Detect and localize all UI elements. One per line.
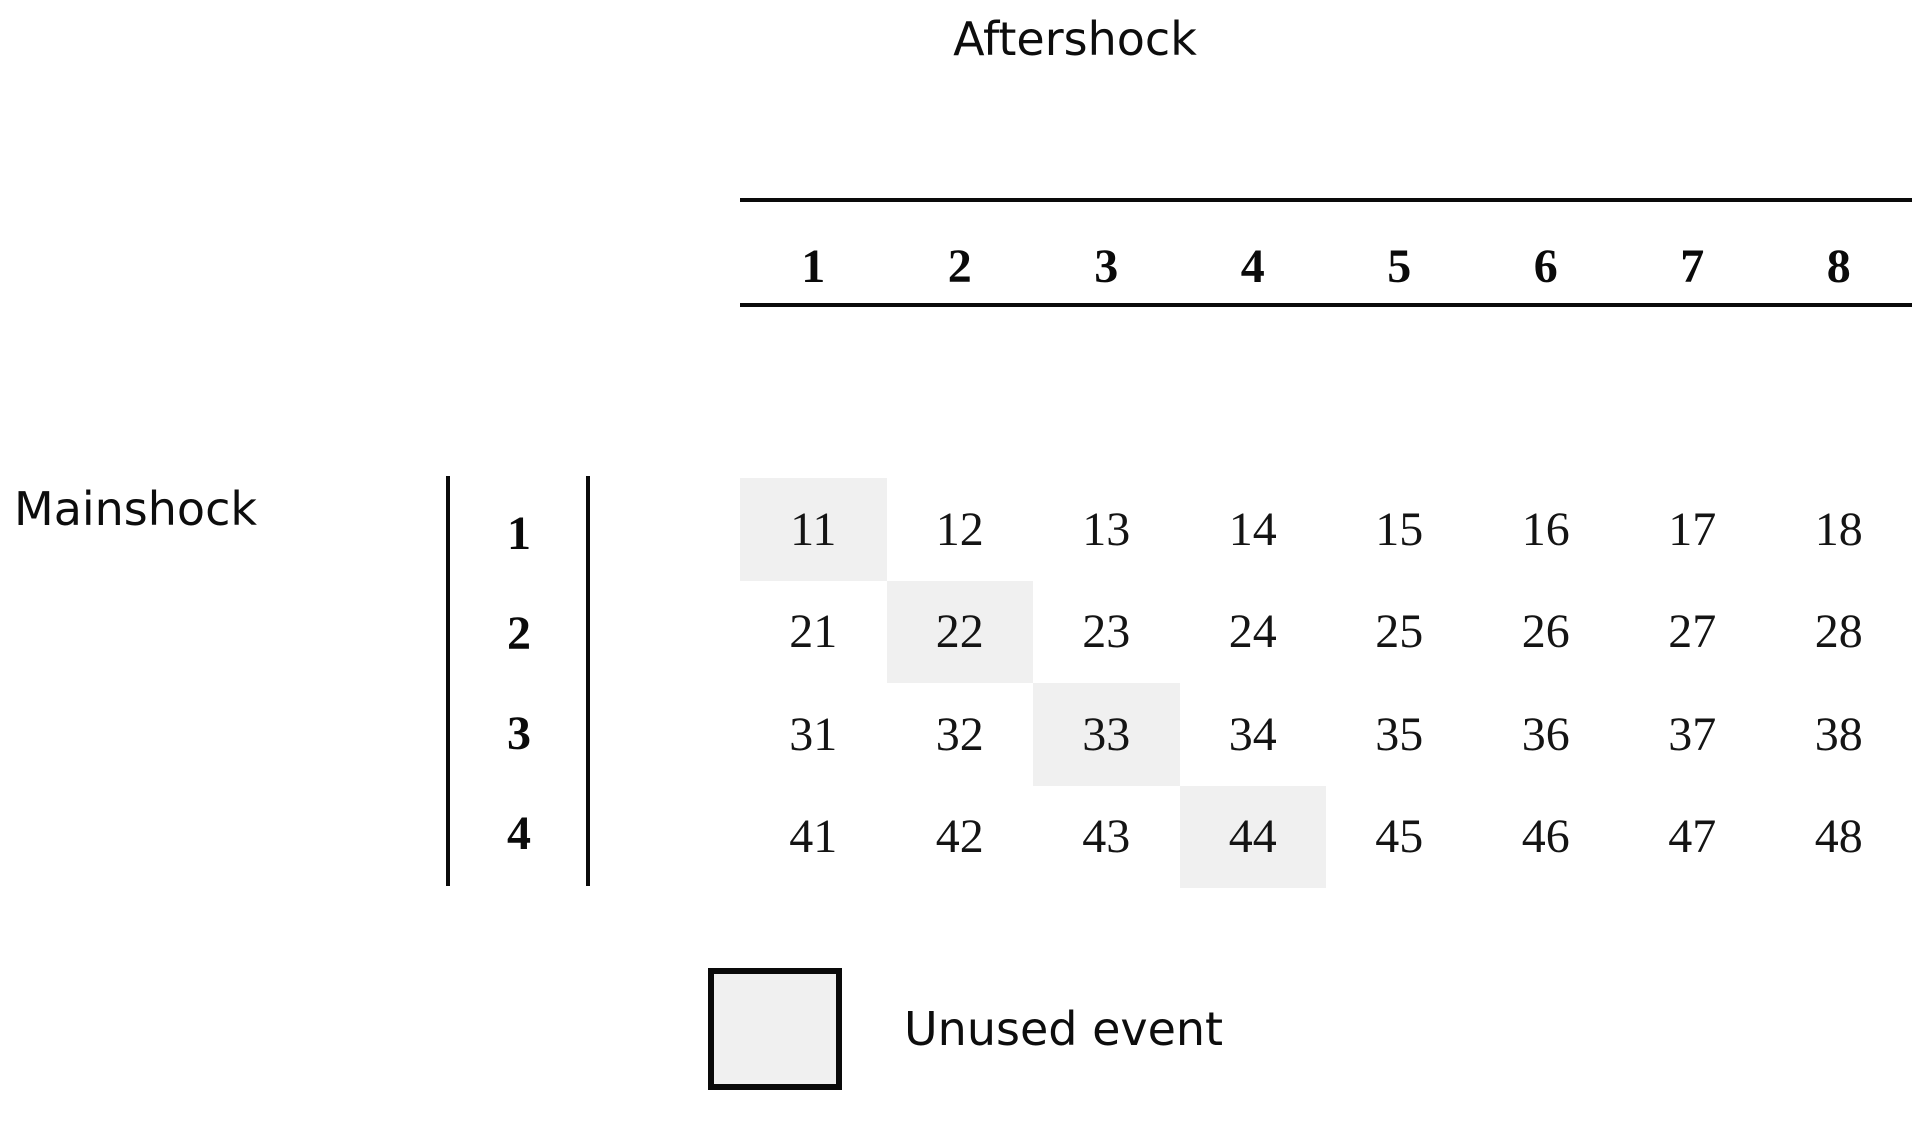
column-axis-title: Aftershock xyxy=(953,12,1197,66)
matrix-cell: 45 xyxy=(1375,810,1424,864)
row-header-2: 2 xyxy=(507,606,531,660)
matrix-row: 11 12 13 14 15 16 17 18 xyxy=(740,478,1912,581)
matrix-cell: 36 xyxy=(1521,707,1570,761)
matrix-cell: 38 xyxy=(1814,707,1863,761)
row-axis-title: Mainshock xyxy=(14,482,258,536)
column-header-2: 2 xyxy=(947,240,972,293)
column-header-1: 1 xyxy=(801,240,826,293)
column-header-row: 1 2 3 4 5 6 7 8 xyxy=(740,232,1912,302)
row-label-left-rule xyxy=(446,476,450,886)
legend: Unused event xyxy=(708,968,1223,1090)
row-header-column: 1 2 3 4 xyxy=(452,483,586,883)
row-label-right-rule xyxy=(586,476,590,886)
matrix-row: 41 42 43 44 45 46 47 48 xyxy=(740,785,1912,888)
matrix-cell: 11 xyxy=(740,478,887,581)
column-header-5: 5 xyxy=(1387,240,1412,293)
matrix-cell: 47 xyxy=(1668,810,1717,864)
matrix-cell: 42 xyxy=(935,810,984,864)
event-pair-matrix: 11 12 13 14 15 16 17 18 21 22 23 24 25 2… xyxy=(740,478,1912,888)
matrix-cell: 46 xyxy=(1521,810,1570,864)
matrix-cell: 32 xyxy=(935,707,984,761)
matrix-cell: 17 xyxy=(1668,502,1717,556)
matrix-cell: 24 xyxy=(1228,605,1277,659)
table-top-rule xyxy=(740,198,1912,202)
matrix-cell: 35 xyxy=(1375,707,1424,761)
column-header-3: 3 xyxy=(1094,240,1119,293)
matrix-cell: 41 xyxy=(789,810,838,864)
matrix-cell: 25 xyxy=(1375,605,1424,659)
matrix-cell: 44 xyxy=(1179,785,1326,888)
matrix-cell: 48 xyxy=(1814,810,1863,864)
matrix-cell: 14 xyxy=(1228,502,1277,556)
row-header-1: 1 xyxy=(507,506,531,560)
column-header-7: 7 xyxy=(1680,240,1705,293)
column-header-6: 6 xyxy=(1533,240,1558,293)
matrix-cell: 28 xyxy=(1814,605,1863,659)
matrix-cell: 21 xyxy=(789,605,838,659)
legend-label-unused-event: Unused event xyxy=(904,1002,1224,1056)
table-header-rule xyxy=(740,303,1912,307)
matrix-cell: 23 xyxy=(1082,605,1131,659)
matrix-cell: 26 xyxy=(1521,605,1570,659)
matrix-cell: 16 xyxy=(1521,502,1570,556)
matrix-cell: 12 xyxy=(935,502,984,556)
matrix-cell: 37 xyxy=(1668,707,1717,761)
matrix-cell: 15 xyxy=(1375,502,1424,556)
matrix-cell: 31 xyxy=(789,707,838,761)
matrix-cell: 13 xyxy=(1082,502,1131,556)
matrix-cell: 34 xyxy=(1228,707,1277,761)
matrix-cell: 43 xyxy=(1082,810,1131,864)
matrix-cell: 27 xyxy=(1668,605,1717,659)
column-header-4: 4 xyxy=(1240,240,1265,293)
matrix-cell: 33 xyxy=(1033,683,1180,786)
matrix-row: 21 22 23 24 25 26 27 28 xyxy=(740,580,1912,683)
row-header-3: 3 xyxy=(507,706,531,760)
matrix-cell: 18 xyxy=(1814,502,1863,556)
legend-swatch-unused-event xyxy=(708,968,842,1090)
column-header-8: 8 xyxy=(1826,240,1851,293)
matrix-cell: 22 xyxy=(886,580,1033,683)
matrix-row: 31 32 33 34 35 36 37 38 xyxy=(740,683,1912,786)
row-header-4: 4 xyxy=(507,806,531,860)
